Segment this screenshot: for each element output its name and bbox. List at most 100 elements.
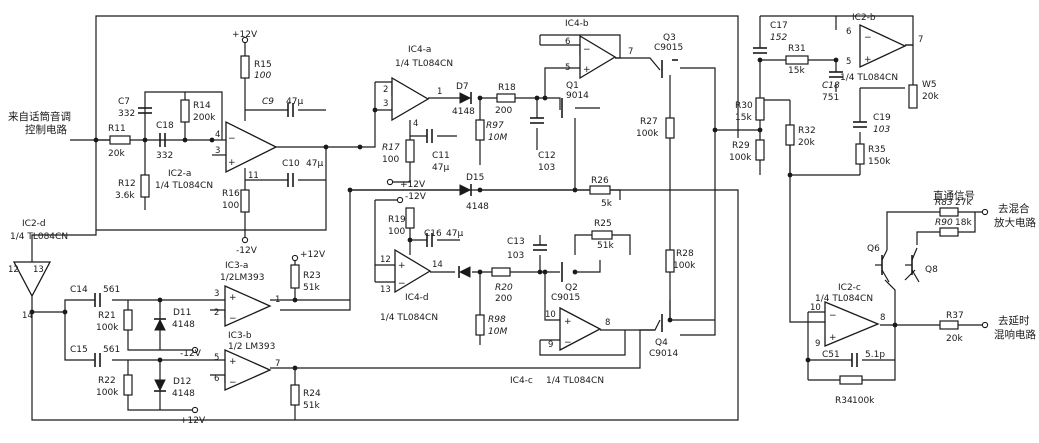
resistor-r97 [475, 119, 485, 141]
out-delay-line2: 混响电路 [994, 328, 1036, 341]
terminals [191, 36, 989, 414]
svg-text:100: 100 [254, 71, 271, 81]
svg-text:103: 103 [507, 251, 524, 261]
resistor-r27 [665, 117, 675, 139]
pin-label: 7 [918, 35, 923, 45]
resistor-r26 [589, 185, 611, 195]
svg-text:C13: C13 [507, 237, 525, 247]
svg-text:R20: R20 [495, 283, 513, 293]
pin-label: 4 [215, 130, 220, 140]
supply-m12: -12V [236, 246, 258, 256]
svg-text:15k: 15k [735, 113, 752, 123]
svg-text:200: 200 [495, 106, 512, 116]
resistor-r14 [180, 99, 190, 123]
pin-label: 14 [22, 311, 33, 321]
svg-text:9014: 9014 [566, 91, 589, 101]
chip-type: 1/4 TL084CN [10, 232, 68, 242]
svg-text:561: 561 [103, 345, 120, 355]
svg-text:C19: C19 [873, 113, 891, 123]
svg-text:27k: 27k [955, 198, 972, 208]
svg-text:103: 103 [873, 125, 890, 135]
input-label-line1: 来自话筒音调 [8, 110, 71, 123]
opamp-ic4c: + − 10 9 8 [545, 306, 610, 352]
svg-text:+: + [583, 65, 591, 75]
resistor-r90 [939, 227, 959, 237]
svg-text:C17: C17 [770, 21, 788, 31]
pin-label: 2 [214, 308, 219, 318]
out-mix-line1: 去混合 [998, 202, 1030, 215]
svg-text:−: − [398, 279, 406, 289]
svg-text:R23: R23 [303, 271, 321, 281]
svg-text:Q1: Q1 [566, 81, 579, 91]
svg-text:100k: 100k [96, 388, 119, 398]
svg-text:Q6: Q6 [867, 244, 880, 254]
svg-text:−: − [229, 378, 237, 388]
svg-text:10M: 10M [488, 327, 507, 337]
comparator-ic3a: + − 3 2 1 [214, 284, 280, 328]
resistor-r83 [939, 207, 959, 217]
svg-text:−: − [864, 33, 872, 43]
svg-text:100k: 100k [852, 396, 875, 406]
out-delay-line1: 去延时 [998, 315, 1030, 327]
pin-label: 5 [846, 57, 851, 67]
resistor-r15 [240, 55, 250, 79]
svg-text:+: + [564, 317, 572, 327]
svg-text:100k: 100k [729, 153, 752, 163]
resistor-r28 [665, 249, 675, 273]
chip-label: IC2-d [22, 219, 46, 229]
pin-label: 7 [275, 359, 280, 369]
svg-text:R83: R83 [935, 198, 953, 208]
pin-label: 1 [437, 87, 442, 97]
svg-text:C15: C15 [70, 345, 88, 355]
chip-label: IC4-b [565, 19, 589, 29]
chip-type: 1/4 TL084CN [546, 376, 604, 386]
pin-label: 14 [432, 260, 443, 270]
svg-text:200: 200 [495, 294, 512, 304]
pin-label: 13 [380, 285, 391, 295]
svg-text:4148: 4148 [466, 202, 489, 212]
resistor-r98 [475, 314, 485, 336]
chip-type: 1/4 TL084CN [815, 294, 873, 304]
svg-text:C9015: C9015 [654, 43, 683, 53]
pin-label: 10 [810, 303, 821, 313]
capacitors [94, 47, 867, 367]
svg-text:+: + [398, 261, 406, 271]
svg-text:−: − [829, 311, 837, 321]
svg-text:3.6k: 3.6k [115, 191, 135, 201]
svg-text:R32: R32 [798, 126, 816, 136]
resistor-r21 [123, 309, 133, 331]
svg-text:51k: 51k [597, 241, 614, 251]
pin-label: 6 [846, 27, 851, 37]
chip-label: IC3-a [225, 261, 248, 271]
svg-text:18k: 18k [955, 218, 972, 228]
svg-text:R34: R34 [835, 396, 853, 406]
opamp-ic4a: 2 3 1 4 [383, 76, 442, 129]
resistor-r12 [140, 174, 150, 198]
opamp-ic2d: 12 13 14 [8, 250, 52, 321]
svg-text:D7: D7 [456, 82, 469, 92]
resistor-r34 [839, 375, 863, 385]
svg-text:47μ: 47μ [286, 97, 303, 107]
svg-text:R37: R37 [946, 311, 964, 321]
svg-text:R14: R14 [193, 101, 211, 111]
chip-label: IC3-b [228, 331, 252, 341]
svg-text:R16: R16 [222, 189, 240, 199]
input-label-line2: 控制电路 [25, 123, 67, 136]
svg-text:100k: 100k [636, 129, 659, 139]
svg-text:R22: R22 [98, 376, 116, 386]
svg-text:15k: 15k [788, 66, 805, 76]
chip-type: 1/4 TL084CN [380, 313, 438, 323]
chip-label: IC2-b [852, 13, 876, 23]
svg-text:−: − [228, 134, 236, 144]
svg-text:D12: D12 [173, 377, 191, 387]
svg-text:200k: 200k [193, 113, 216, 123]
resistor-r22 [123, 374, 133, 396]
svg-text:C9015: C9015 [551, 293, 580, 303]
chip-type: 1/4 TL084CN [395, 59, 453, 69]
chip-type: 1/2 LM393 [228, 342, 275, 352]
svg-text:47μ: 47μ [446, 229, 463, 239]
opamp-ic4b: − + 6 5 7 [565, 34, 633, 80]
svg-text:47μ: 47μ [306, 159, 323, 169]
svg-text:C18: C18 [822, 81, 840, 91]
pin-label: 6 [214, 374, 219, 384]
